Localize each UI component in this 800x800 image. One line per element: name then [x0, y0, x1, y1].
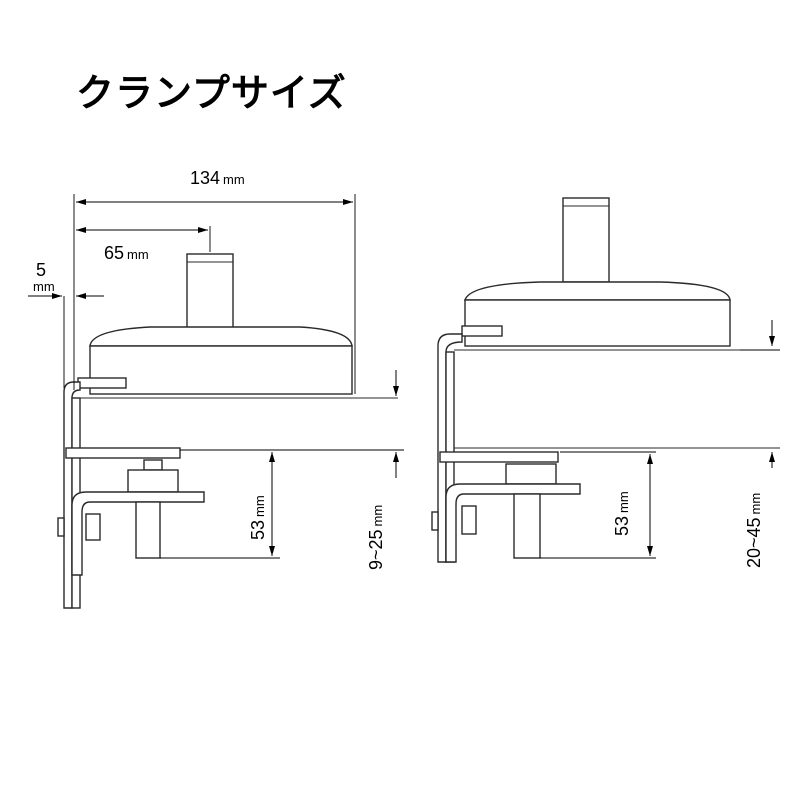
right-clamp-depth-label: 53mm: [612, 491, 632, 536]
left-base-dome: [89, 326, 353, 347]
left-clamp-depth-label: 53mm: [248, 495, 268, 540]
left-thickness-range-label: 9~25mm: [366, 505, 386, 570]
left-lower-bracket: [71, 491, 205, 576]
right-dimension-lines: [540, 320, 780, 559]
svg-text:53mm: 53mm: [248, 495, 268, 540]
diagram-title: クランプサイズ: [76, 71, 347, 115]
right-pole: [562, 197, 610, 283]
svg-text:9~25mm: 9~25mm: [366, 505, 386, 570]
edge-offset-value: 5: [36, 260, 46, 280]
left-clamp-drawing: [57, 253, 398, 609]
right-thickness-range-label: 20~45mm: [744, 493, 764, 568]
right-lower-plate: [439, 451, 559, 463]
edge-offset-unit: mm: [33, 279, 55, 294]
right-base-body: [464, 299, 731, 347]
left-dimension-lines: [28, 194, 404, 559]
right-base-dome: [464, 281, 731, 301]
right-clamp-arm: [437, 333, 463, 563]
left-base-body: [89, 345, 353, 395]
svg-text:20~45mm: 20~45mm: [744, 493, 764, 568]
left-lower-plate: [65, 447, 181, 459]
right-lower-bracket: [445, 483, 581, 563]
right-clamp-drawing: [431, 197, 780, 563]
left-pole: [186, 253, 234, 335]
svg-text:53mm: 53mm: [612, 491, 632, 536]
